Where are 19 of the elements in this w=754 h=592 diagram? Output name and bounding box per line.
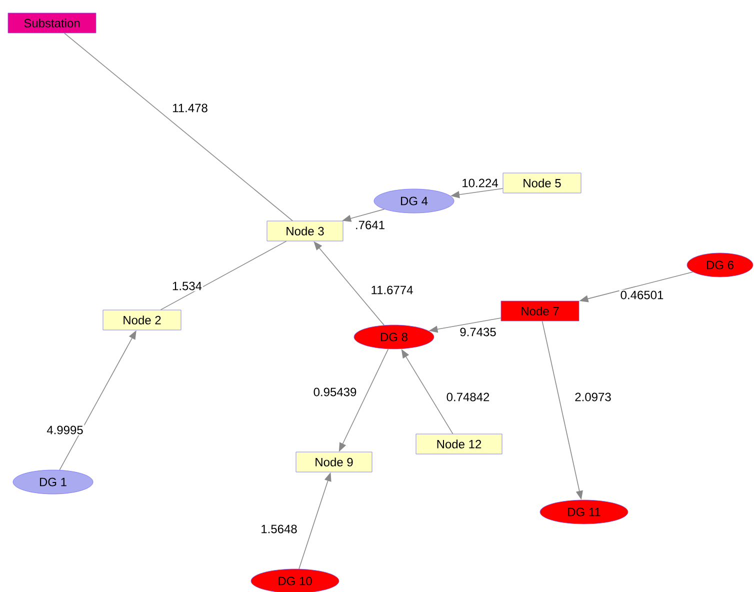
node-box: Node 7 [500, 300, 580, 322]
node-box: Substation [8, 12, 96, 34]
edge-label: 10.224 [460, 178, 500, 188]
node-box: Node 3 [266, 220, 344, 242]
edge-label: 9.7435 [458, 326, 498, 338]
edge-label: 11.6774 [370, 284, 414, 296]
node-box: Node 9 [296, 452, 372, 472]
edge-label: 0.95439 [312, 386, 358, 398]
edge-label: 1.534 [171, 280, 204, 292]
node-box: Node 2 [102, 310, 182, 330]
edge-label: 0.74842 [445, 392, 491, 402]
node-box: Node 5 [502, 172, 582, 194]
edge-label: 4.9995 [46, 424, 84, 436]
edge-label: 0.46501 [619, 290, 665, 300]
edge-label: 2.0973 [574, 392, 612, 402]
node-box: Node 12 [416, 434, 502, 454]
edge-label: 1.5648 [260, 524, 298, 534]
edge-label: 11.478 [171, 102, 209, 114]
edge-label: .7641 [354, 220, 386, 230]
